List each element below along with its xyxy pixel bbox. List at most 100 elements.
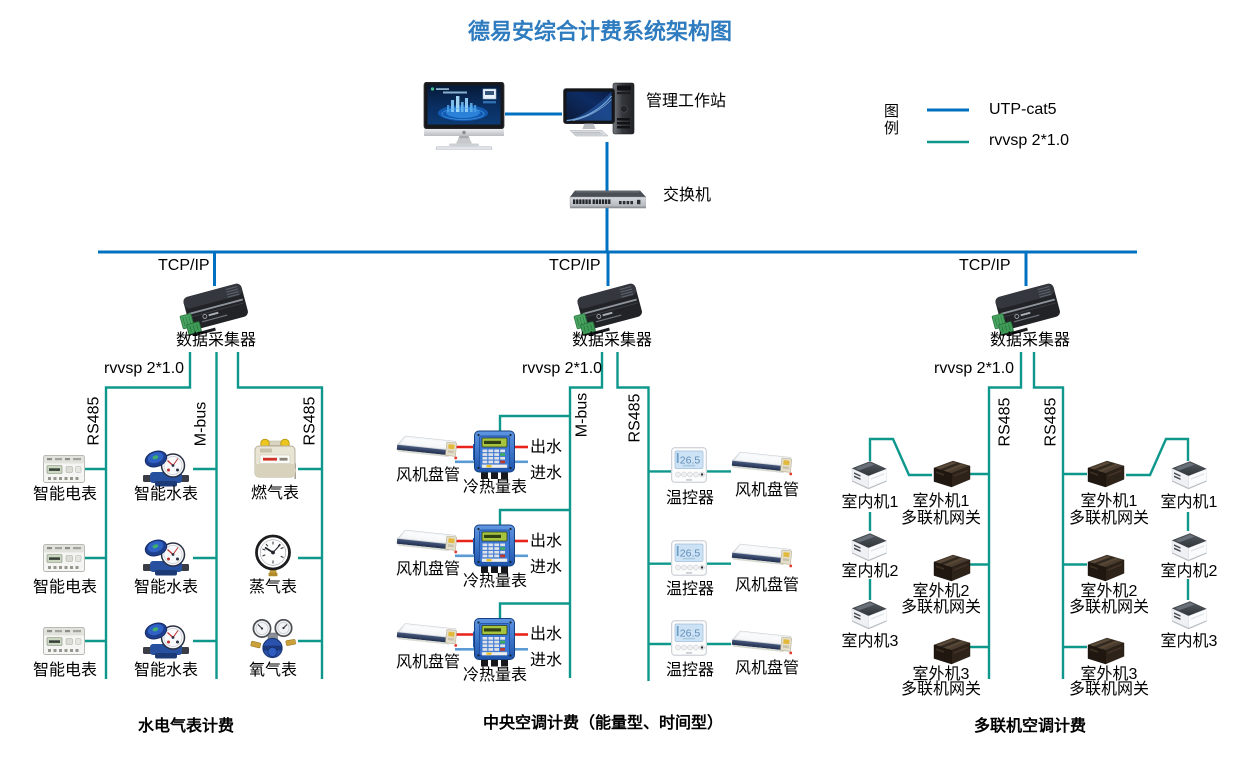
bus-label-mbus-2: M-bus bbox=[573, 392, 591, 438]
water-meter-label-2: 智能水表 bbox=[133, 579, 199, 596]
water-meter-1 bbox=[143, 449, 189, 488]
gateway-right-label-3: 多联机网关 bbox=[1068, 681, 1150, 698]
thermostat-2 bbox=[671, 540, 707, 576]
tcpip-label-3: TCP/IP bbox=[959, 257, 1011, 274]
gateway-left-label-3: 多联机网关 bbox=[900, 681, 982, 698]
fan-coil-left-3 bbox=[396, 622, 460, 648]
outdoor-left-label-1: 室外机1 bbox=[912, 493, 970, 510]
outdoor-gateway-right-3 bbox=[1087, 637, 1125, 665]
tcpip-label-2: TCP/IP bbox=[549, 257, 601, 274]
thermostat-label-1: 温控器 bbox=[665, 490, 715, 507]
outdoor-right-label-1: 室外机1 bbox=[1080, 493, 1138, 510]
gateway-right-label-1: 多联机网关 bbox=[1068, 510, 1150, 527]
indoor-unit-right-3 bbox=[1171, 601, 1207, 630]
water-out-label-3: 出水 bbox=[530, 626, 563, 643]
fancoil-right-label-2: 风机盘管 bbox=[734, 577, 800, 594]
legend-rvvsp-label: rvvsp 2*1.0 bbox=[989, 132, 1070, 149]
water-in-label-2: 进水 bbox=[530, 558, 563, 576]
heat-meter-3 bbox=[473, 618, 515, 667]
water-meter-label-1: 智能水表 bbox=[133, 486, 199, 503]
bus-label-rs485-3a: RS485 bbox=[996, 397, 1014, 447]
fan-coil-right-1 bbox=[731, 451, 795, 476]
data-collector-2 bbox=[572, 281, 646, 335]
collector-label-3: 数据采集器 bbox=[989, 332, 1071, 349]
fancoil-left-label-2: 风机盘管 bbox=[395, 561, 461, 578]
collector-label-2: 数据采集器 bbox=[571, 332, 653, 349]
fan-coil-left-1 bbox=[396, 435, 460, 460]
fancoil-left-label-3: 风机盘管 bbox=[395, 654, 461, 671]
heatmeter-label-1: 冷热量表 bbox=[462, 479, 528, 496]
cable-label-2: rvvsp 2*1.0 bbox=[522, 360, 603, 377]
water-out-label-1: 出水 bbox=[530, 438, 563, 456]
oxygen-meter bbox=[250, 619, 296, 659]
electric-meter-2 bbox=[43, 544, 85, 572]
water-out-label-2: 出水 bbox=[530, 532, 563, 550]
fancoil-right-label-1: 风机盘管 bbox=[734, 482, 800, 499]
water-meter-label-3: 智能水表 bbox=[133, 662, 199, 679]
indoor-unit-left-3 bbox=[851, 601, 887, 630]
outdoor-gateway-right-2 bbox=[1087, 554, 1125, 582]
outdoor-gateway-left-1 bbox=[933, 460, 971, 488]
water-in-lines bbox=[455, 460, 528, 651]
cable-label-1: rvvsp 2*1.0 bbox=[104, 360, 185, 377]
bus-label-rs485-3b: RS485 bbox=[1042, 397, 1060, 447]
legend-utp-label: UTP-cat5 bbox=[989, 101, 1057, 118]
water-in-label-3: 进水 bbox=[530, 652, 563, 670]
collector-label-1: 数据采集器 bbox=[175, 332, 257, 349]
electric-meter-1 bbox=[43, 455, 85, 483]
electric-meter-label-1: 智能电表 bbox=[32, 486, 98, 503]
rvvsp-lines bbox=[85, 140, 1190, 681]
legend-heading: 图例 bbox=[884, 103, 900, 137]
gateway-right-label-2: 多联机网关 bbox=[1068, 599, 1150, 616]
thermostat-label-3: 温控器 bbox=[665, 662, 715, 679]
thermostat-label-2: 温控器 bbox=[665, 581, 715, 598]
data-collector-3 bbox=[990, 281, 1064, 335]
gateway-left-label-1: 多联机网关 bbox=[900, 510, 982, 527]
fan-coil-right-3 bbox=[731, 630, 795, 655]
water-in-label-1: 进水 bbox=[530, 464, 563, 482]
heat-meter-1 bbox=[473, 430, 515, 480]
outdoor-left-label-2: 室外机2 bbox=[912, 583, 970, 600]
thermostat-3 bbox=[671, 620, 707, 656]
metering-caption: 水电气表计费 bbox=[137, 718, 235, 735]
network-switch bbox=[569, 190, 646, 209]
indoor-unit-right-2 bbox=[1171, 533, 1207, 562]
cable-label-3: rvvsp 2*1.0 bbox=[934, 360, 1015, 377]
outdoor-right-label-2: 室外机2 bbox=[1080, 583, 1138, 600]
outdoor-right-label-3: 室外机3 bbox=[1080, 666, 1138, 683]
imac-workstation bbox=[423, 82, 505, 150]
indoor-left-label-3: 室内机3 bbox=[841, 633, 899, 650]
gateway-left-label-2: 多联机网关 bbox=[900, 599, 982, 616]
fan-coil-left-2 bbox=[396, 529, 460, 554]
indoor-right-label-2: 室内机2 bbox=[1160, 563, 1218, 580]
water-meter-3 bbox=[143, 621, 189, 660]
electric-meter-3 bbox=[43, 627, 85, 655]
indoor-right-label-1: 室内机1 bbox=[1160, 494, 1218, 511]
steam-meter bbox=[255, 534, 291, 578]
outdoor-gateway-left-3 bbox=[933, 637, 971, 665]
steam-meter-label: 蒸气表 bbox=[248, 579, 298, 596]
tcpip-label-1: TCP/IP bbox=[158, 257, 210, 274]
heatmeter-label-3: 冷热量表 bbox=[462, 667, 528, 684]
vrf-caption: 多联机空调计费 bbox=[973, 718, 1087, 735]
switch-label: 交换机 bbox=[663, 187, 712, 204]
indoor-left-label-1: 室内机1 bbox=[841, 494, 899, 511]
electric-meter-label-3: 智能电表 bbox=[32, 662, 98, 679]
indoor-left-label-2: 室内机2 bbox=[841, 563, 899, 580]
outdoor-left-label-3: 室外机3 bbox=[912, 666, 970, 683]
outdoor-gateway-right-1 bbox=[1087, 460, 1125, 488]
workstation-label: 管理工作站 bbox=[646, 93, 727, 110]
page-title: 德易安综合计费系统架构图 bbox=[467, 19, 733, 44]
heatmeter-label-2: 冷热量表 bbox=[462, 573, 528, 590]
central-ac-caption: 中央空调计费（能量型、时间型） bbox=[482, 715, 724, 732]
thermostat-1 bbox=[671, 447, 707, 483]
heat-meter-2 bbox=[473, 524, 515, 574]
fancoil-right-label-3: 风机盘管 bbox=[734, 660, 800, 677]
bus-label-rs485-2: RS485 bbox=[626, 393, 644, 443]
electric-meter-label-2: 智能电表 bbox=[32, 579, 98, 596]
indoor-unit-right-1 bbox=[1171, 461, 1207, 490]
data-collector-1 bbox=[178, 281, 252, 335]
indoor-right-label-3: 室内机3 bbox=[1160, 633, 1218, 650]
